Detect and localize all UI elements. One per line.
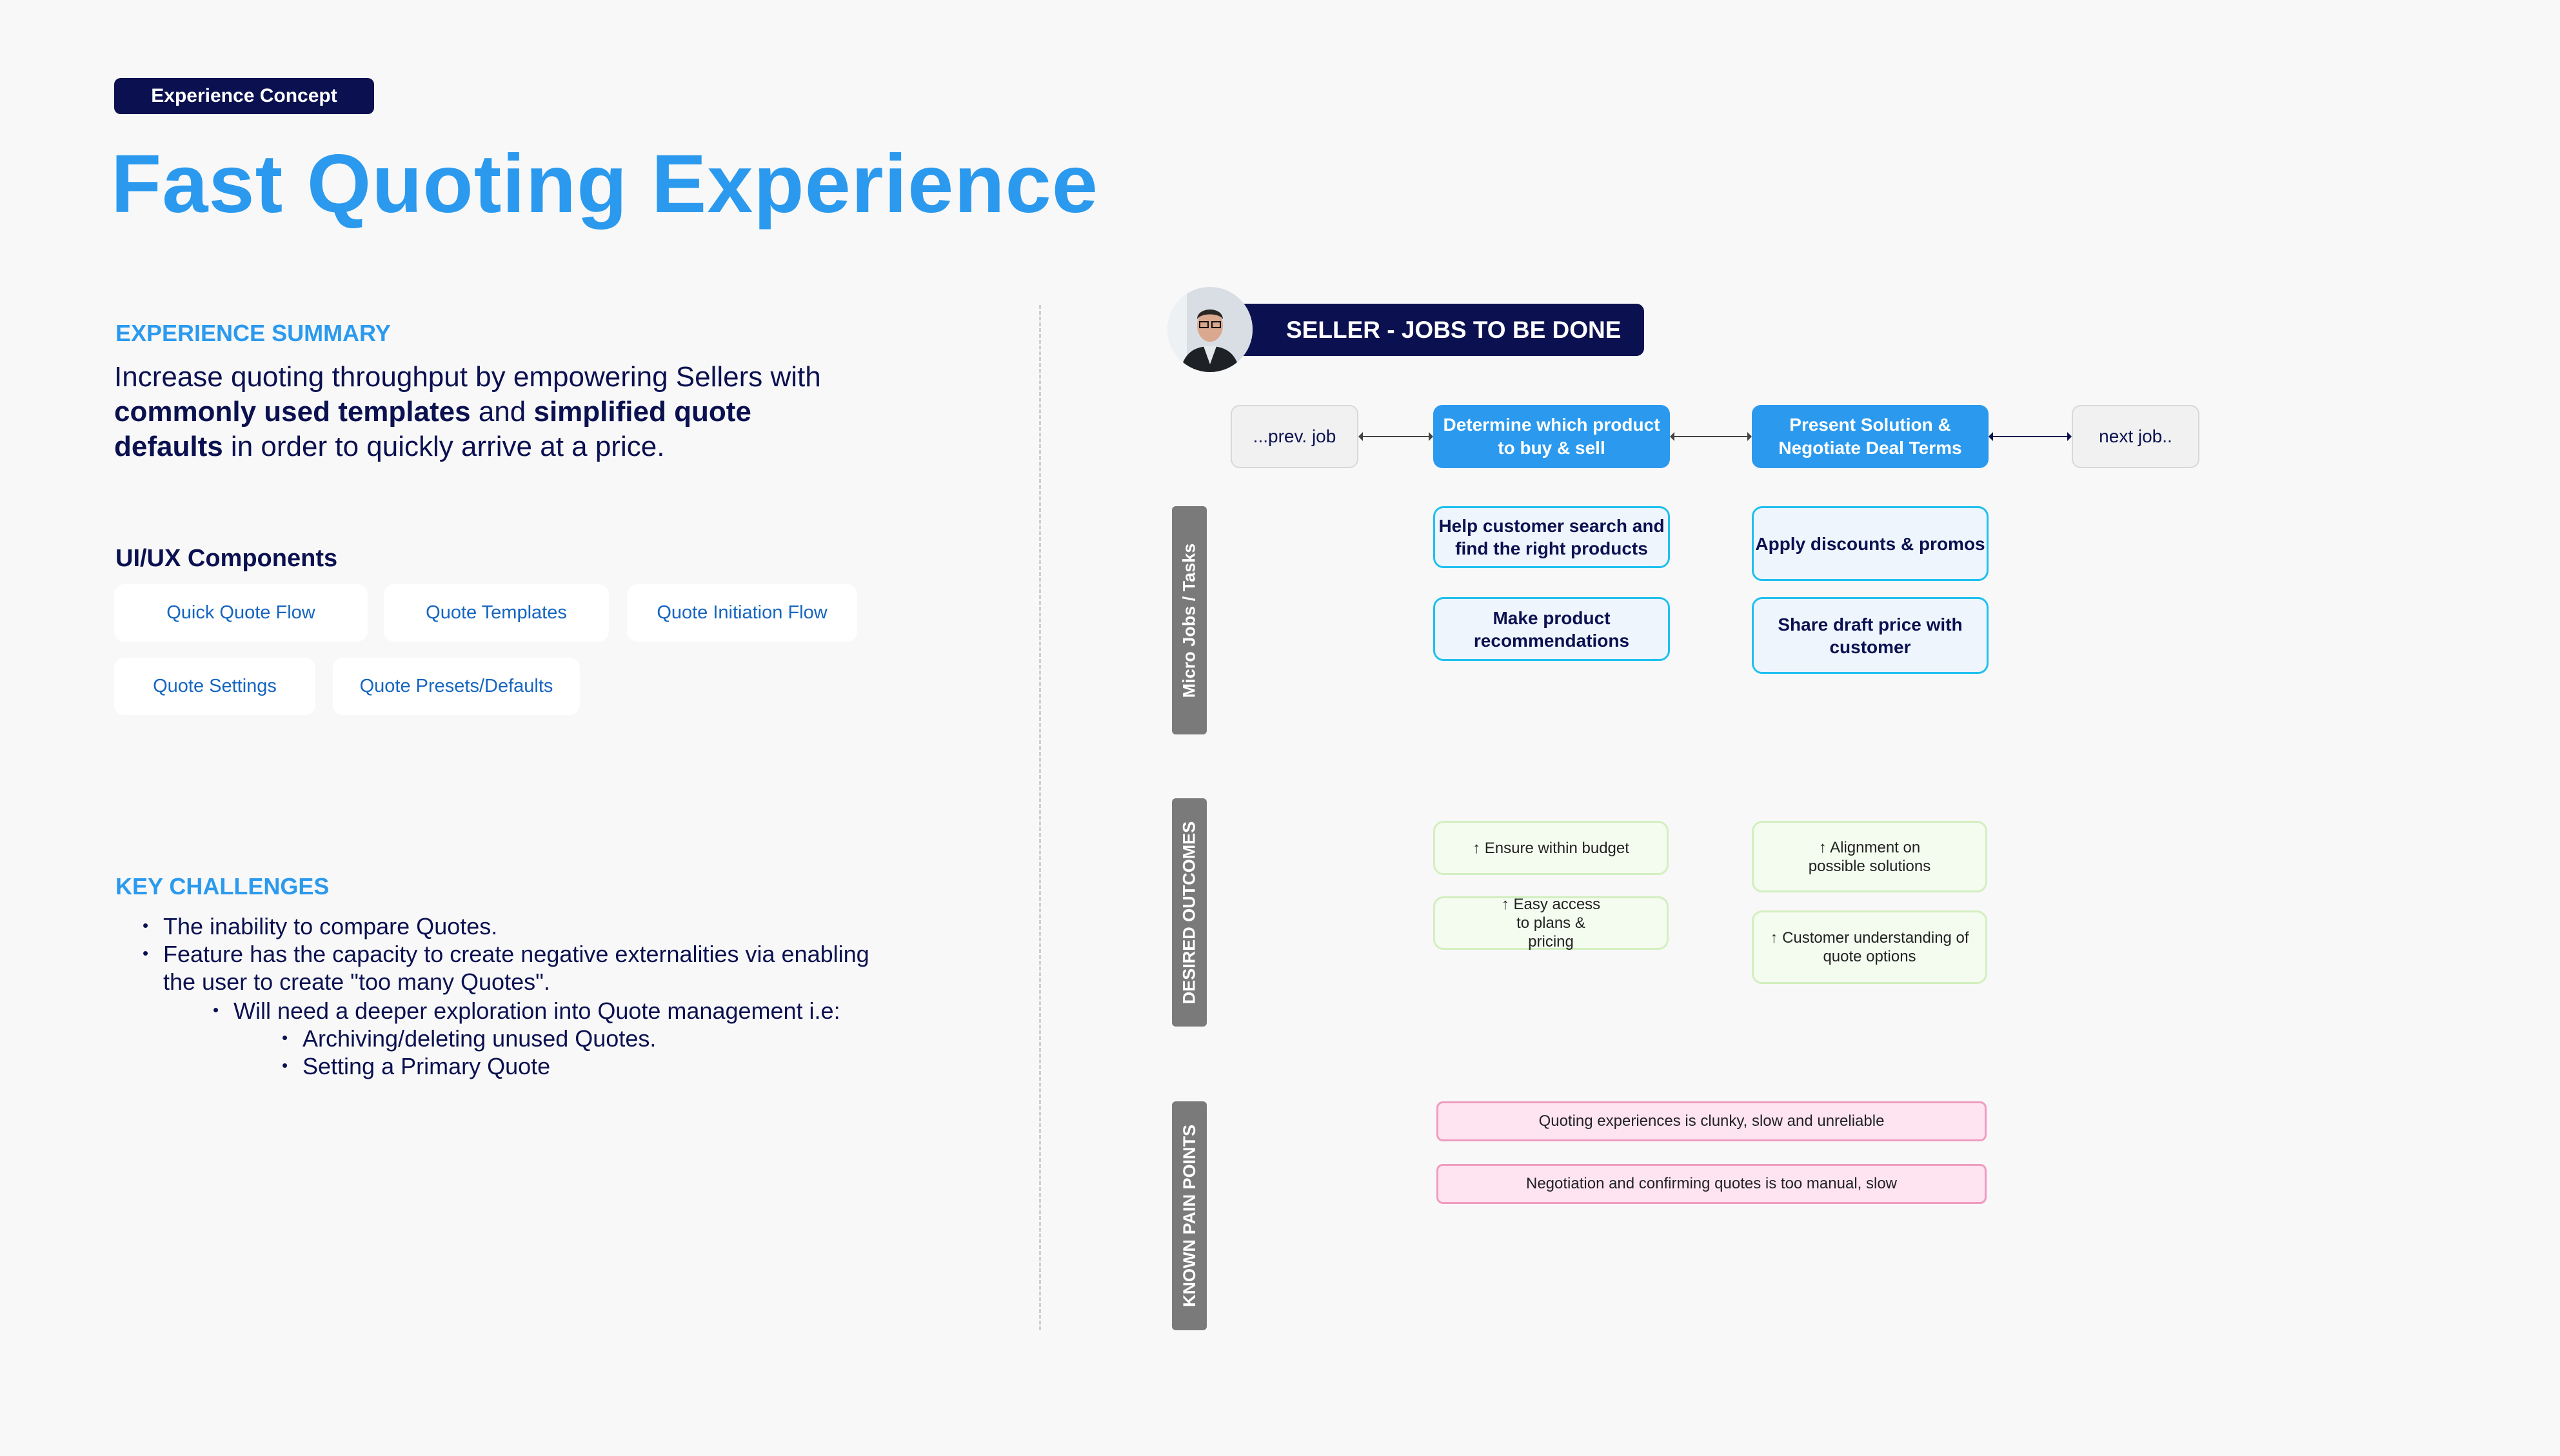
job-next[interactable]: next job.. [2072,405,2199,468]
known-pain-points-label-text: KNOWN PAIN POINTS [1179,1125,1199,1307]
task-card: Apply discounts & promos [1752,506,1989,581]
seller-avatar [1167,287,1253,372]
challenge-item: The inability to compare Quotes. [143,913,497,940]
challenge-item: Feature has the capacity to create negat… [143,941,869,968]
chip-quote-initiation-flow[interactable]: Quote Initiation Flow [627,584,857,642]
task-card: Make product recommendations [1433,597,1670,661]
experience-concept-badge: Experience Concept [114,78,374,114]
outcome-card: ↑ Ensure within budget [1433,821,1669,875]
arrow-bidirectional-icon [1358,432,1433,441]
key-challenges-heading: KEY CHALLENGES [115,873,330,900]
experience-summary-text: Increase quoting throughput by empowerin… [114,360,862,464]
chip-quote-templates[interactable]: Quote Templates [384,584,609,642]
known-pain-points-label: KNOWN PAIN POINTS [1172,1101,1207,1330]
arrow-bidirectional-icon [1989,432,2072,441]
chip-quote-presets-defaults[interactable]: Quote Presets/Defaults [333,658,580,715]
outcome-card: ↑ Alignment on possible solutions [1752,821,1987,892]
outcome-card: ↑ Easy access to plans & pricing [1433,896,1669,950]
desired-outcomes-label: DESIRED OUTCOMES [1172,798,1207,1027]
components-heading: UI/UX Components [115,545,338,572]
micro-jobs-label-text: Micro Jobs / Tasks [1179,543,1199,698]
task-card: Help customer search and find the right … [1433,506,1670,568]
experience-summary-heading: EXPERIENCE SUMMARY [115,320,391,346]
challenge-subsubitem: Setting a Primary Quote [282,1053,550,1080]
person-icon [1167,287,1253,372]
job-prev[interactable]: ...prev. job [1231,405,1358,468]
summary-part: in order to quickly arrive at a price. [223,431,665,462]
summary-part: Increase quoting throughput by empowerin… [114,361,821,393]
jtbd-banner: SELLER - JOBS TO BE DONE [1241,304,1644,356]
summary-bold: simplified quote defaults [114,396,751,462]
challenge-subsubitem: Archiving/deleting unused Quotes. [282,1025,656,1052]
summary-bold: commonly used templates [114,396,471,428]
summary-part: and [470,396,534,428]
section-divider [1039,305,1041,1330]
pain-point-card: Quoting experiences is clunky, slow and … [1436,1101,1987,1141]
task-card: Share draft price with customer [1752,597,1989,674]
outcome-card: ↑ Customer understanding of quote option… [1752,910,1987,984]
job-determine-product[interactable]: Determine which product to buy & sell [1433,405,1670,468]
arrow-bidirectional-icon [1670,432,1752,441]
desired-outcomes-label-text: DESIRED OUTCOMES [1179,821,1199,1004]
job-present-solution[interactable]: Present Solution & Negotiate Deal Terms [1752,405,1989,468]
page-title: Fast Quoting Experience [111,138,1098,230]
chip-quick-quote-flow[interactable]: Quick Quote Flow [114,584,368,642]
chip-quote-settings[interactable]: Quote Settings [114,658,315,715]
challenge-subitem: Will need a deeper exploration into Quot… [213,998,840,1025]
pain-point-card: Negotiation and confirming quotes is too… [1436,1164,1987,1204]
challenge-item-continued: the user to create "too many Quotes". [163,969,550,995]
micro-jobs-label: Micro Jobs / Tasks [1172,506,1207,734]
